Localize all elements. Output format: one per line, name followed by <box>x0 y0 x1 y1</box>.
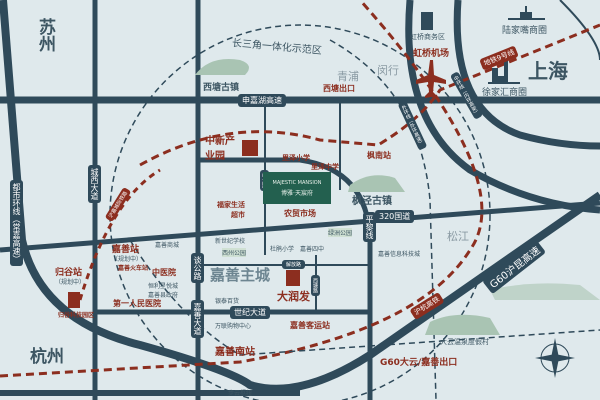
road-label-shenjiahu: 申嘉湖高速 <box>238 94 286 107</box>
poi-xitang: 西塘古镇 <box>203 83 240 93</box>
poi-xujiahui: 徐家汇商圈 <box>482 88 528 98</box>
poi-zhongxin: 中新产业园 <box>205 136 235 162</box>
hongqiao-building-icon <box>421 12 433 30</box>
poi-fengjing: 枫泾古镇 <box>352 196 392 207</box>
lujiazui-ring <box>559 0 600 61</box>
region-qingpu: 青浦 <box>337 70 359 83</box>
rail-line-2 <box>139 23 600 167</box>
poi-south-station: 嘉善南站 <box>215 347 255 358</box>
project-en-name: MAJESTIC MANSION <box>272 180 322 186</box>
poi-jiashan-station: 嘉善站 <box>112 245 140 255</box>
poi-g60-exit: G60大云/嘉善出口 <box>380 358 458 368</box>
poi-xizhou: 西州公园 <box>222 248 247 257</box>
poi-xitang-exit: 西塘出口 <box>323 84 355 93</box>
runfa-building-icon <box>286 270 300 286</box>
project-cn-name: 博雅·天宸府 <box>281 190 313 197</box>
road-label-jiefang: 解放路 <box>282 260 306 269</box>
poi-dujuan: 杜鹃小学 <box>270 246 295 253</box>
poi-lize-primary: 里泽小学 <box>282 154 310 162</box>
xujiahui-skyline-icon <box>488 60 520 84</box>
road-label-g320: 320国道 <box>375 210 415 223</box>
airplane-icon <box>416 60 446 98</box>
region-minhang: 闵行 <box>377 64 399 77</box>
poi-info-park: 嘉善信息科技城 <box>378 251 421 258</box>
poi-wanlian: 万联购物中心 <box>215 323 252 330</box>
project-block[interactable]: MAJESTIC MANSION 博雅·天宸府 <box>263 172 331 204</box>
road-label-dushi: 都市环线（常嘉高速） <box>10 180 23 266</box>
road-label-pingli: 平黎线 <box>363 212 376 242</box>
poi-market: 农贸市场 <box>284 209 316 218</box>
poi-jiashan-train: 嘉善火车站 <box>118 265 149 272</box>
mountain-shape <box>490 283 600 300</box>
poi-lize-middle: 里泽中学 <box>311 163 339 171</box>
poi-fengnan: 枫南站 <box>367 151 391 160</box>
outer-ring-road <box>405 0 600 214</box>
poi-guigu-park: 归谷科技园区 <box>58 312 95 319</box>
g320-road <box>0 200 600 253</box>
road-label-chengxi: 城西大道 <box>88 165 101 203</box>
city-hangzhou: 杭州 <box>30 347 64 367</box>
poi-first-hospital: 第一人民医院 <box>113 299 161 308</box>
poi-jiashan4: 嘉善四中 <box>300 246 325 253</box>
demo-zone-boundary <box>109 24 491 400</box>
fengjing-park-shape <box>348 175 405 192</box>
poi-lvzhou: 绿洲公园 <box>328 228 353 237</box>
road-label-tangong: 谈公路 <box>191 253 204 283</box>
region-songjiang: 松江 <box>447 230 469 243</box>
poi-dayun: 大云温泉度假村 <box>440 338 489 346</box>
compass-icon <box>535 338 575 378</box>
guigu-building-icon <box>68 292 80 308</box>
south-rail <box>129 239 600 356</box>
poi-xinshiji: 新世纪学校 <box>215 238 246 245</box>
poi-runfa: 大润发 <box>277 290 310 303</box>
road-label-jiashan-ave: 嘉善大道 <box>191 300 204 338</box>
poi-fujia: 福家生活超市 <box>217 201 245 219</box>
poi-guigu-station: 归谷站 <box>55 268 83 278</box>
poi-hongqiao-cbd: 虹桥商务区 <box>410 33 445 41</box>
region-jiashan-city: 嘉善主城 <box>210 266 271 284</box>
huhang-rail <box>0 0 484 378</box>
poi-gov: 嘉善县政府 <box>148 292 179 299</box>
xitang-park-shape <box>195 59 249 75</box>
poi-yintai: 银泰百货 <box>215 298 240 305</box>
city-shanghai: 上海 <box>528 59 568 83</box>
poi-bus-station: 嘉善客运站 <box>290 321 330 330</box>
poi-lujiazui: 陆家嘴商圈 <box>502 26 548 36</box>
city-suzhou: 苏州 <box>35 18 55 52</box>
poi-buyun: 步云枢纽 <box>228 390 253 397</box>
poi-hengli: 恒利星悦城 <box>148 283 179 290</box>
mid-ring-road <box>453 0 600 150</box>
poi-hongqiao-airport: 虹桥机场 <box>413 49 450 59</box>
poi-tcm: 中医院 <box>152 268 176 277</box>
lujiazui-skyline-icon <box>508 6 545 20</box>
poi-jiashan-planning: （规划中） <box>112 256 143 263</box>
poi-guigu-planning: （规划中） <box>55 279 86 286</box>
road-label-xitang: 西塘路 <box>311 275 320 296</box>
road-label-shiji: 世纪大道 <box>230 306 270 319</box>
poi-jiashan-mall: 嘉善商城 <box>155 242 180 249</box>
dayun-hill-shape <box>425 314 500 335</box>
zhongxin-building-icon <box>242 140 258 156</box>
